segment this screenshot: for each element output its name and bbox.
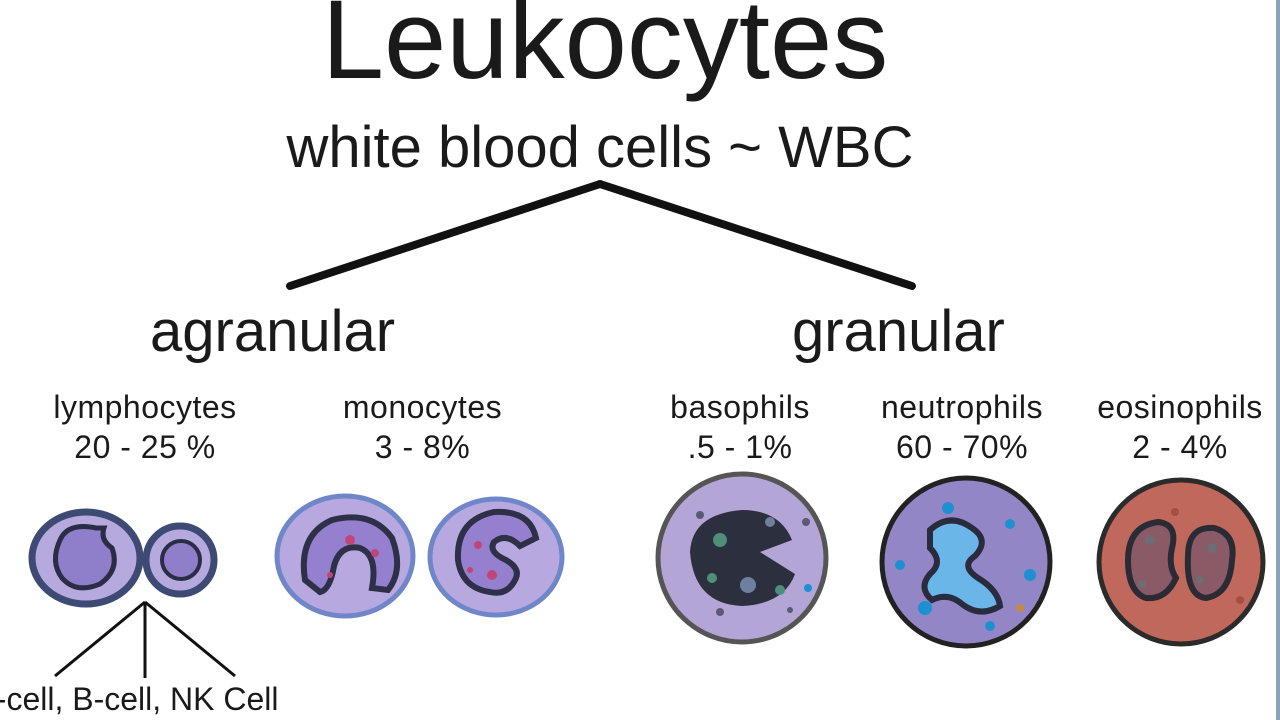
eosinophil-illustration	[1096, 477, 1266, 647]
cell-name-basophils: basophils	[670, 389, 810, 425]
page-title: Leukocytes	[321, 0, 889, 102]
cell-name-neutrophils: neutrophils	[880, 389, 1044, 425]
lymphocyte-subtypes: T-cell, B-cell, NK Cell	[0, 681, 279, 717]
cell-percent-eosinophils: 2 - 4%	[1132, 429, 1228, 465]
lymphocyte-illustration	[28, 508, 218, 608]
cell-percent-basophils: .5 - 1%	[687, 429, 793, 465]
branch-label-granular: granular	[792, 299, 1005, 364]
monocyte-illustration	[274, 493, 565, 619]
branch-line-granular	[596, 180, 916, 290]
branch-line-agranular	[286, 180, 604, 290]
basophil-illustration	[655, 471, 829, 645]
subtype-line-right	[144, 600, 236, 678]
cell-percent-monocytes: 3 - 8%	[374, 429, 471, 465]
cell-name-eosinophils: eosinophils	[1097, 389, 1263, 425]
page-edge-bar	[1276, 0, 1280, 720]
cell-name-lymphocytes: lymphocytes	[53, 389, 237, 425]
subtype-line-left	[54, 600, 146, 678]
cell-percent-neutrophils: 60 - 70%	[895, 429, 1029, 465]
neutrophil-illustration	[879, 475, 1053, 649]
branch-label-agranular: agranular	[150, 299, 396, 364]
cell-name-monocytes: monocytes	[342, 389, 503, 425]
cell-percent-lymphocytes: 20 - 25 %	[74, 429, 216, 465]
page-subtitle: white blood cells ~ WBC	[286, 115, 914, 180]
